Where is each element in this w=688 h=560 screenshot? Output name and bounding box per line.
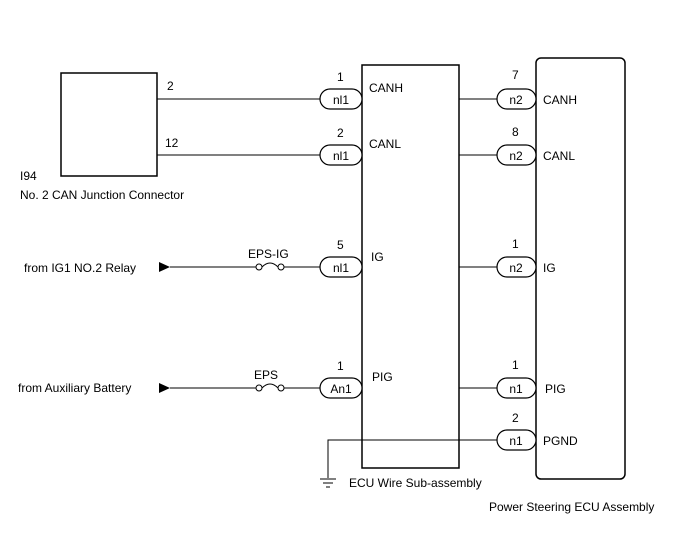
junction-connector-box (60, 72, 158, 177)
fuse-terminal-icon (277, 263, 285, 271)
junction-pin-canh: 2 (167, 79, 174, 93)
connector-plug (319, 88, 363, 110)
ps-ecu-row: 1 n2 IG (496, 237, 556, 278)
pin-number: 5 (337, 238, 344, 252)
ps-ecu-row: 8 n2 CANL (496, 125, 575, 166)
pin-number: 2 (512, 411, 519, 425)
connector-id: n1 (509, 382, 523, 396)
signal-name: IG (543, 261, 556, 275)
junction-connector-name: No. 2 CAN Junction Connector (20, 188, 184, 202)
connector-plug (496, 88, 537, 110)
wire-pgnd (327, 439, 497, 478)
ps-ecu-row: 1 n1 PIG (496, 358, 566, 399)
pin-number: 8 (512, 125, 519, 139)
junction-connector-code: I94 (20, 169, 37, 183)
connector-id: nl1 (333, 93, 349, 107)
fuse-terminal-icon (255, 263, 263, 271)
source-ig1-relay: from IG1 NO.2 Relay (24, 261, 136, 275)
ecu-wire-row: 2 nl1 CANL (319, 126, 401, 166)
fuse-terminal-icon (277, 384, 285, 392)
pin-number: 1 (512, 358, 519, 372)
source-aux-battery: from Auxiliary Battery (18, 381, 131, 395)
connector-id: n2 (509, 149, 523, 163)
signal-name: PIG (545, 382, 566, 396)
ecu-wire-row: 1 nl1 CANH (319, 70, 403, 110)
connector-plug (496, 144, 537, 166)
connector-id: nl1 (333, 149, 349, 163)
arrow-icon (159, 383, 170, 393)
connector-id: n2 (509, 261, 523, 275)
pin-number: 2 (337, 126, 344, 140)
ground-icon (320, 478, 336, 488)
ecu-wire-row: 1 An1 PIG (319, 359, 393, 399)
fuse-eps-ig-label: EPS-IG (248, 247, 289, 261)
signal-name: IG (371, 250, 384, 264)
signal-name: CANH (543, 93, 577, 107)
fuse-eps-label: EPS (254, 368, 278, 382)
ps-ecu-row: 2 n1 PGND (496, 411, 578, 451)
arrow-icon (159, 262, 170, 272)
connector-plug (319, 377, 363, 399)
pig-feed: from Auxiliary Battery EPS (18, 368, 320, 395)
connector-id: An1 (330, 382, 352, 396)
junction-connector: 2 12 I94 No. 2 CAN Junction Connector (20, 72, 184, 202)
connector-id: nl1 (333, 261, 349, 275)
fuse-icon (261, 383, 279, 389)
pin-number: 1 (337, 359, 344, 373)
connector-plug (319, 144, 363, 166)
fuse-icon (261, 262, 279, 268)
ecu-wire-subassembly-label: ECU Wire Sub-assembly (349, 476, 482, 490)
connector-plug (496, 256, 537, 278)
ps-ecu-row: 7 n2 CANH (496, 68, 577, 110)
pin-number: 1 (337, 70, 344, 84)
ground-circuit (320, 439, 497, 488)
pin-number: 1 (512, 237, 519, 251)
fuse-terminal-icon (255, 384, 263, 392)
ig-feed: from IG1 NO.2 Relay EPS-IG (24, 247, 320, 275)
power-steering-ecu-label: Power Steering ECU Assembly (489, 500, 654, 514)
connector-plug (319, 256, 363, 278)
ecu-wire-subassembly-box (361, 64, 460, 469)
signal-name: CANL (543, 149, 575, 163)
signal-name: CANL (369, 137, 401, 151)
signal-name: CANH (369, 81, 403, 95)
connector-id: n1 (509, 434, 523, 448)
connector-plug (496, 377, 537, 399)
connector-plug (496, 429, 537, 451)
junction-pin-canl: 12 (165, 136, 179, 150)
connector-id: n2 (509, 93, 523, 107)
signal-name: PIG (372, 370, 393, 384)
signal-name: PGND (543, 434, 578, 448)
pin-number: 7 (512, 68, 519, 82)
ecu-wire-row: 5 nl1 IG (319, 238, 384, 278)
